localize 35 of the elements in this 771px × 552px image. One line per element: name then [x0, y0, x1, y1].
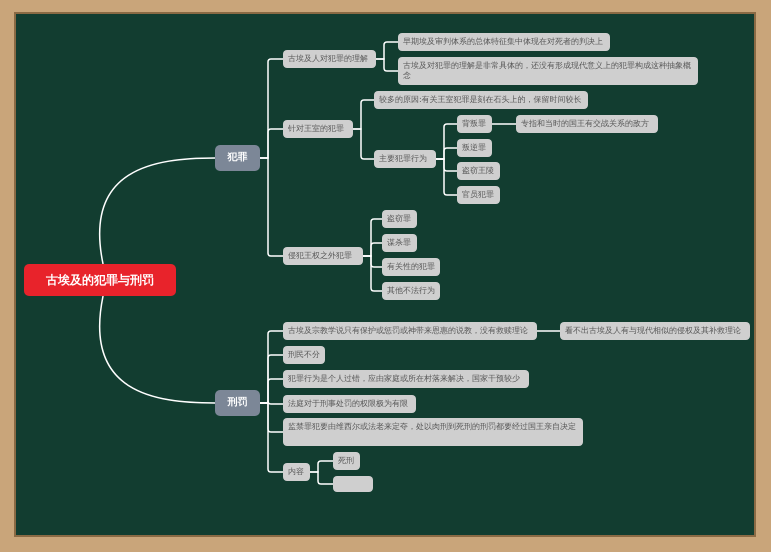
topic-box: 有关性的犯罪 [382, 258, 440, 276]
connector-line [363, 255, 382, 292]
connector-line [492, 123, 516, 125]
topic-box: 刑民不分 [283, 346, 325, 364]
topic-box: 内容 [283, 463, 310, 481]
topic-box: 谋杀罪 [382, 234, 417, 252]
empty-topic-box [333, 476, 373, 492]
connector-line [99, 296, 216, 404]
central-topic-box: 古埃及的犯罪与刑罚 [24, 264, 176, 296]
topic-box: 古埃及宗教学说只有保护或惩罚或神带来恩惠的说教，没有救赎理论 [283, 322, 537, 340]
topic-box: 其他不法行为 [382, 282, 440, 300]
topic-box: 叛逆罪 [457, 139, 492, 157]
topic-box: 死刑 [333, 452, 360, 470]
connector-line [310, 471, 333, 485]
topic-box: 专指和当时的国王有交战关系的敌方 [516, 115, 658, 133]
topic-box: 监禁罪犯要由维西尔或法老来定夺，处以肉刑到死刑的刑罚都要经过国王亲自决定 [283, 418, 583, 446]
topic-box: 古埃及人对犯罪的理解 [283, 50, 376, 68]
topic-box: 官员犯罪 [457, 186, 500, 204]
topic-box: 主要犯罪行为 [374, 150, 436, 168]
topic-box: 较多的原因:有关王室犯罪是刻在石头上的，保留时间较长 [374, 91, 588, 109]
topic-box: 侵犯王权之外犯罪 [283, 247, 363, 265]
topic-box: 古埃及对犯罪的理解是非常具体的，还没有形成现代意义上的犯罪构成这种抽象概念 [398, 57, 698, 85]
connector-line [376, 58, 398, 72]
topic-box: 盗窃王陵 [457, 162, 500, 180]
connector-line [537, 330, 560, 332]
topic-box: 法庭对于刑事处罚的权限极为有限 [283, 395, 416, 413]
topic-box: 针对王室的犯罪 [283, 120, 353, 138]
topic-box: 看不出古埃及人有与现代相似的侵权及其补救理论 [560, 322, 750, 340]
topic-box: 犯罪行为是个人过错，应由家庭或所在村落来解决，国家干预较少 [283, 370, 529, 388]
main-topic-box: 刑罚 [215, 390, 260, 416]
topic-box: 盗窃罪 [382, 210, 417, 228]
topic-box: 背叛罪 [457, 115, 492, 133]
topic-box: 早期埃及审判体系的总体特征集中体现在对死者的判决上 [398, 33, 610, 51]
connector-line [99, 157, 216, 264]
main-topic-box: 犯罪 [215, 145, 260, 171]
